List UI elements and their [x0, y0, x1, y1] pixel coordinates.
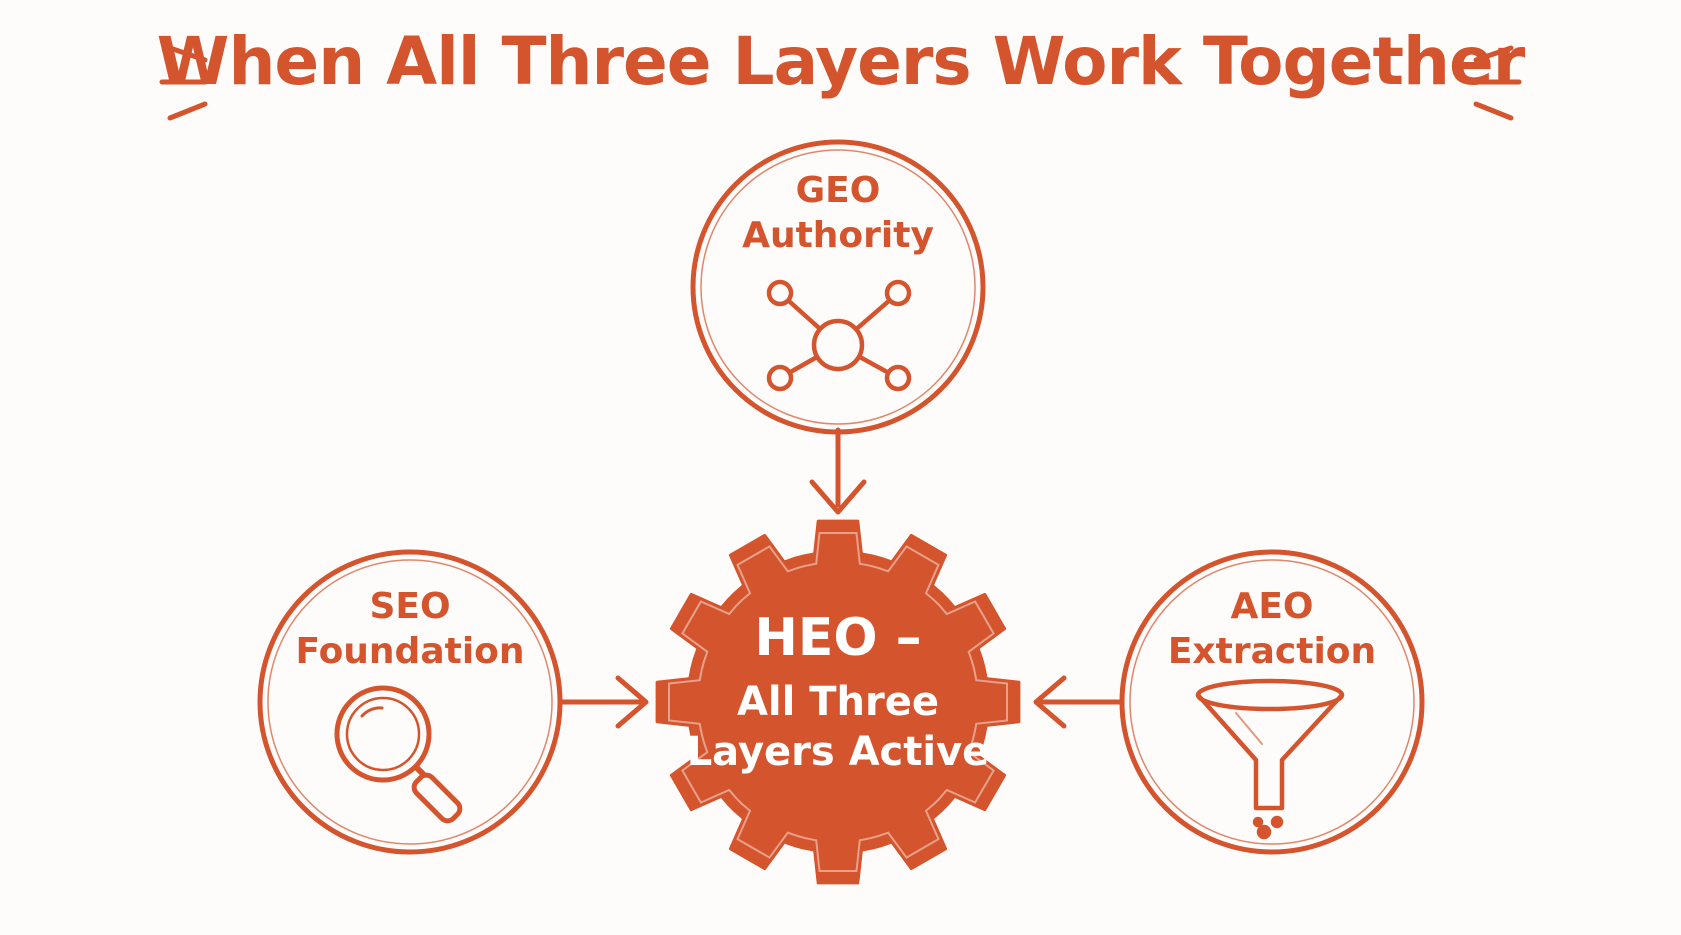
node-top-line2: Authority — [742, 215, 934, 256]
network-icon — [766, 279, 912, 392]
hub-label: HEO – All Three Layers Active — [678, 606, 998, 777]
hub-line3: Layers Active — [686, 729, 990, 775]
page-title: When All Three Layers Work Together — [156, 23, 1526, 100]
node-left-line2: Foundation — [295, 631, 525, 672]
hub-line1: HEO – — [754, 608, 922, 668]
node-left-line1: SEO — [369, 586, 451, 627]
node-right-circle — [1119, 549, 1425, 855]
title-decoration-right — [1473, 45, 1522, 121]
node-top-label: GEO Authority — [698, 168, 978, 258]
arrow-right-to-hub — [1033, 675, 1125, 729]
magnifying-glass-icon — [334, 685, 463, 824]
hub-line2: All Three — [736, 679, 940, 725]
node-left-circle — [257, 549, 563, 855]
node-right-line1: AEO — [1230, 586, 1314, 627]
title-decoration-left — [159, 45, 208, 121]
arrow-left-to-hub — [557, 675, 649, 729]
node-right-label: AEO Extraction — [1132, 584, 1412, 674]
node-top-circle — [690, 139, 986, 435]
hub-gear-icon — [655, 519, 1021, 885]
arrow-top-to-hub — [809, 427, 867, 515]
node-right-line2: Extraction — [1167, 631, 1377, 672]
funnel-icon — [1195, 678, 1345, 840]
node-top-line1: GEO — [795, 170, 881, 211]
node-left-label: SEO Foundation — [270, 584, 550, 674]
